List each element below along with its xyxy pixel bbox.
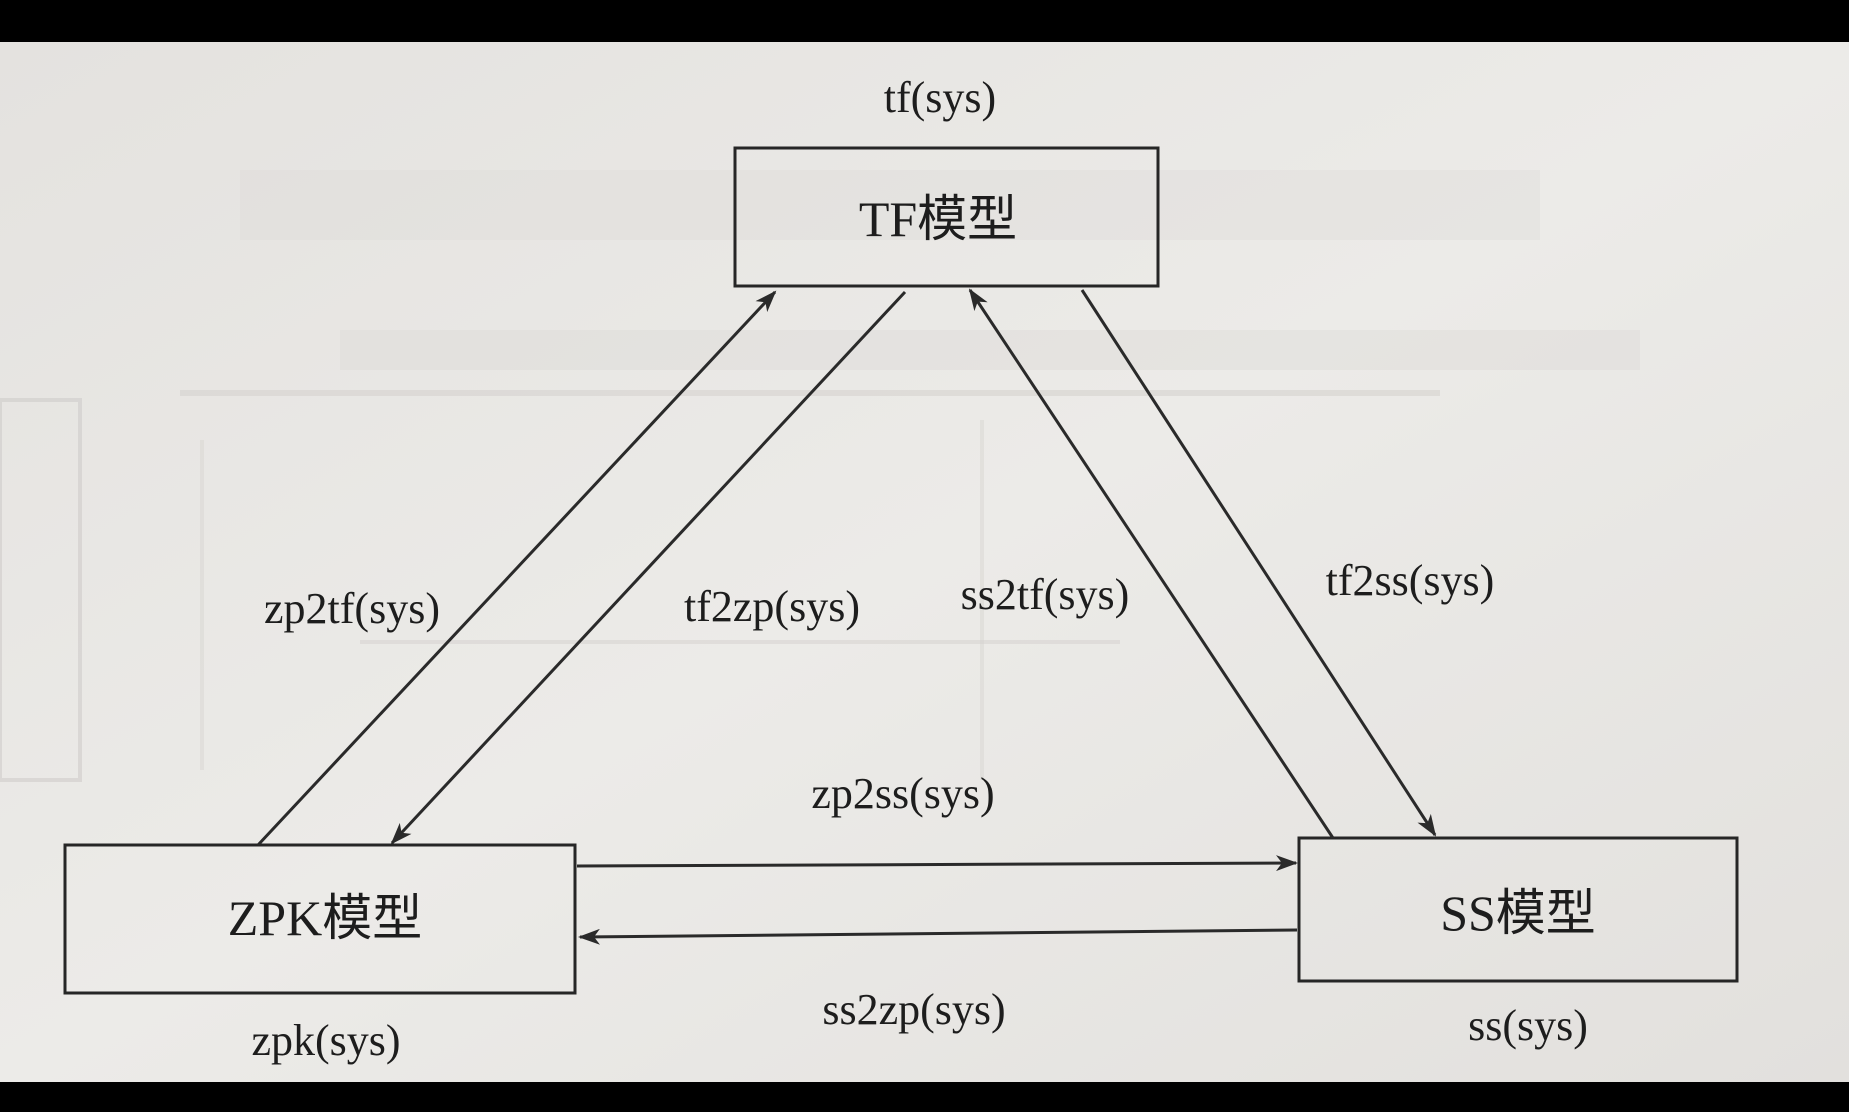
tf2zp-arrow <box>390 290 907 845</box>
tf-caption: tf(sys) <box>884 73 996 122</box>
ss-caption: ss(sys) <box>1468 1001 1588 1050</box>
ss-model-label: SS模型 <box>1440 885 1596 941</box>
paper-sheet <box>0 42 1849 1082</box>
tf-model-label: TF模型 <box>859 191 1017 247</box>
tf2ss-arrow <box>1080 289 1437 837</box>
tf-model-box <box>733 146 1160 288</box>
ss2zp-label: ss2zp(sys) <box>822 985 1005 1034</box>
ss2zp-arrow <box>578 928 1298 945</box>
ss2tf-arrow <box>968 288 1335 839</box>
zpk-model-label: ZPK模型 <box>228 890 422 946</box>
tf2zp-label: tf2zp(sys) <box>684 582 860 631</box>
zp2tf-label: zp2tf(sys) <box>264 584 440 633</box>
ss2tf-label: ss2tf(sys) <box>961 570 1130 619</box>
zpk-caption: zpk(sys) <box>251 1016 400 1065</box>
zp2ss-arrow <box>576 855 1298 872</box>
ss-model-box <box>1297 836 1739 983</box>
zp2ss-label: zp2ss(sys) <box>811 769 994 818</box>
tf2ss-label: tf2ss(sys) <box>1326 556 1495 605</box>
zpk-model-box <box>63 843 577 995</box>
zp2tf-arrow <box>256 290 777 847</box>
